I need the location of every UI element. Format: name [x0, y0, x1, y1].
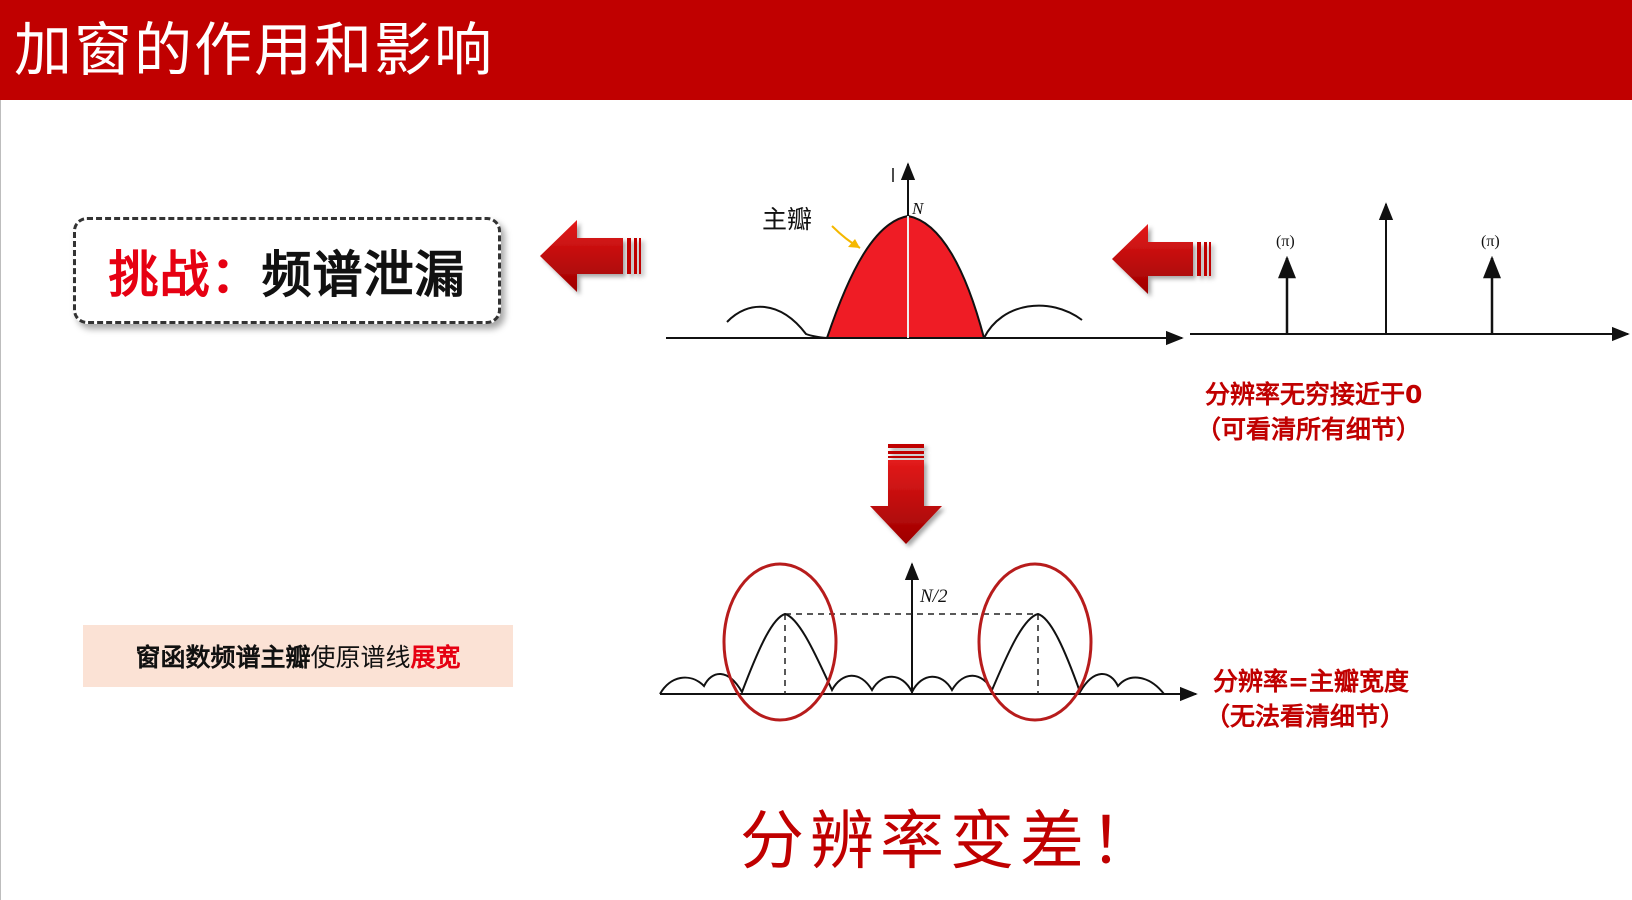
arrow-to-challenge [540, 220, 641, 292]
left-side-lobe [726, 305, 828, 339]
challenge-callout: 挑战： 频谱泄漏 [73, 217, 501, 324]
main-lobe-note: 窗函数频谱主瓣使原谱线展宽 [83, 625, 513, 687]
right-impulse-label: (π) [1481, 233, 1500, 250]
slide-left-edge [0, 100, 1, 900]
challenge-text: 频谱泄漏 [261, 245, 466, 304]
challenge-label: 挑战： [108, 245, 262, 304]
ideal-caption-line2: （可看清所有细节） [1196, 415, 1422, 444]
convolved-spectrum-curve [659, 612, 1165, 695]
note-part-2: 使原谱线 [310, 643, 411, 672]
bottom-peak-label: N/2 [919, 586, 948, 607]
left-lobe-highlight [722, 562, 838, 722]
arrow-from-ideal [1112, 224, 1211, 294]
title-bar: 加窗的作用和影响 [0, 0, 1632, 100]
ideal-impulse-plot: (π) (π) [1190, 202, 1630, 342]
top-peak-label: N [911, 199, 925, 218]
note-part-3: 展宽 [410, 643, 461, 672]
main-lobe-label: 主瓣 [762, 205, 812, 234]
right-lobe-highlight [977, 562, 1093, 722]
window-caption-line1: 分辨率=主瓣宽度 [1213, 667, 1409, 696]
convolved-spectrum-plot: N/2 [659, 562, 1198, 722]
arrow-down-to-result [870, 444, 942, 544]
note-part-1: 窗函数频谱主瓣 [135, 643, 311, 672]
window-caption-line2: （无法看清细节） [1205, 702, 1406, 731]
main-lobe [825, 214, 986, 339]
conclusion-text: 分辨率变差！ [740, 805, 1160, 879]
left-impulse-label: (π) [1276, 233, 1295, 250]
ideal-caption-line1: 分辨率无穷接近于0 [1205, 380, 1423, 409]
window-spectrum-plot: N 主瓣 [666, 162, 1184, 346]
right-side-lobe [983, 304, 1083, 339]
main-lobe-pointer-head [848, 239, 860, 248]
page-title: 加窗的作用和影响 [14, 16, 495, 84]
